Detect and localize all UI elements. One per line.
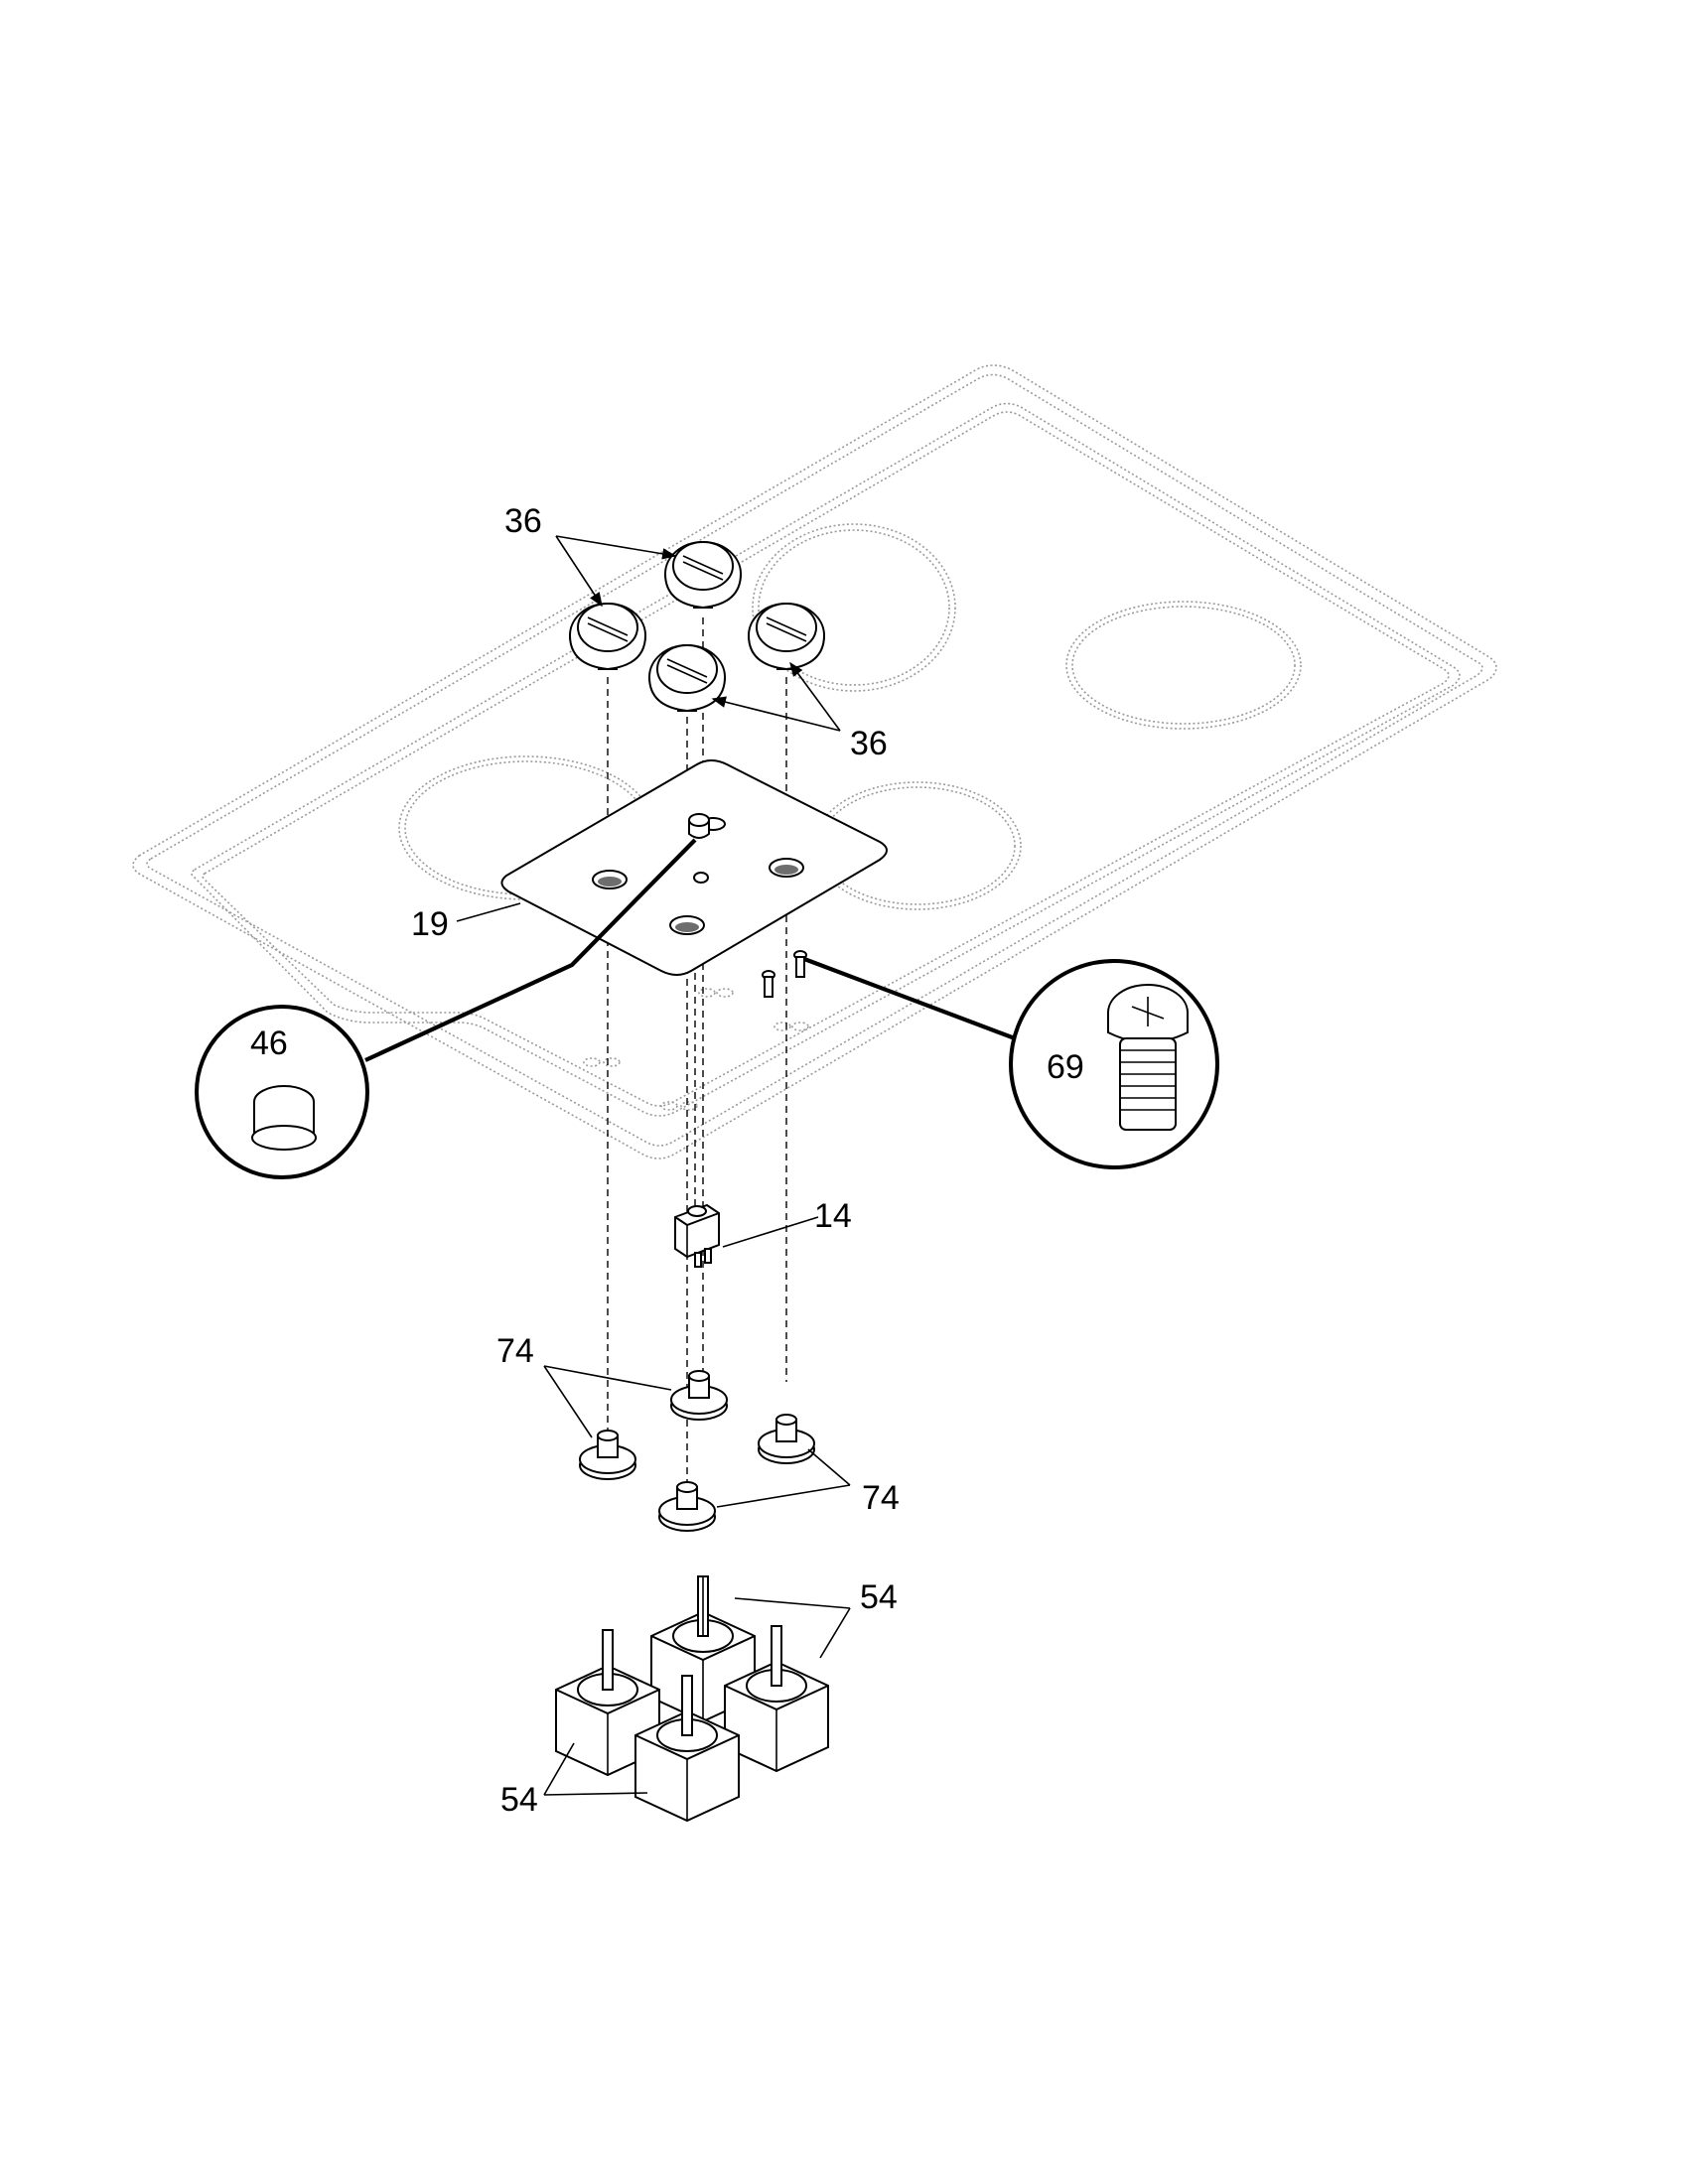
callout-54-right: 54: [860, 1578, 898, 1616]
cooktop-glass-outline: [132, 364, 1497, 1160]
screw-small-icon: [762, 950, 807, 998]
plug-detail-circle: [195, 1005, 369, 1179]
callout-19: 19: [411, 905, 449, 943]
bezel-icon: [579, 1370, 815, 1532]
callout-69: 69: [1047, 1048, 1084, 1086]
infinite-switch-icon: [555, 1575, 829, 1823]
screw-detail-circle: [1009, 959, 1219, 1169]
callout-74-bottom: 74: [862, 1479, 900, 1517]
callout-54-left: 54: [500, 1781, 538, 1819]
callout-74-top: 74: [496, 1332, 534, 1370]
alignment-lines: [607, 617, 787, 1481]
callout-36-bottom: 36: [850, 725, 888, 762]
callout-labels: 36 36 19 46 69 14 74 74 54 54: [250, 502, 1084, 1819]
callout-36-top: 36: [504, 502, 542, 540]
switch-icon: [674, 1203, 720, 1268]
cooktop-mounting-holes: [583, 988, 809, 1111]
knob-icon: [569, 541, 825, 713]
callout-46: 46: [250, 1024, 288, 1062]
leader-lines: [364, 535, 1016, 1796]
callout-14: 14: [814, 1197, 852, 1235]
control-panel-plate: [500, 759, 888, 976]
